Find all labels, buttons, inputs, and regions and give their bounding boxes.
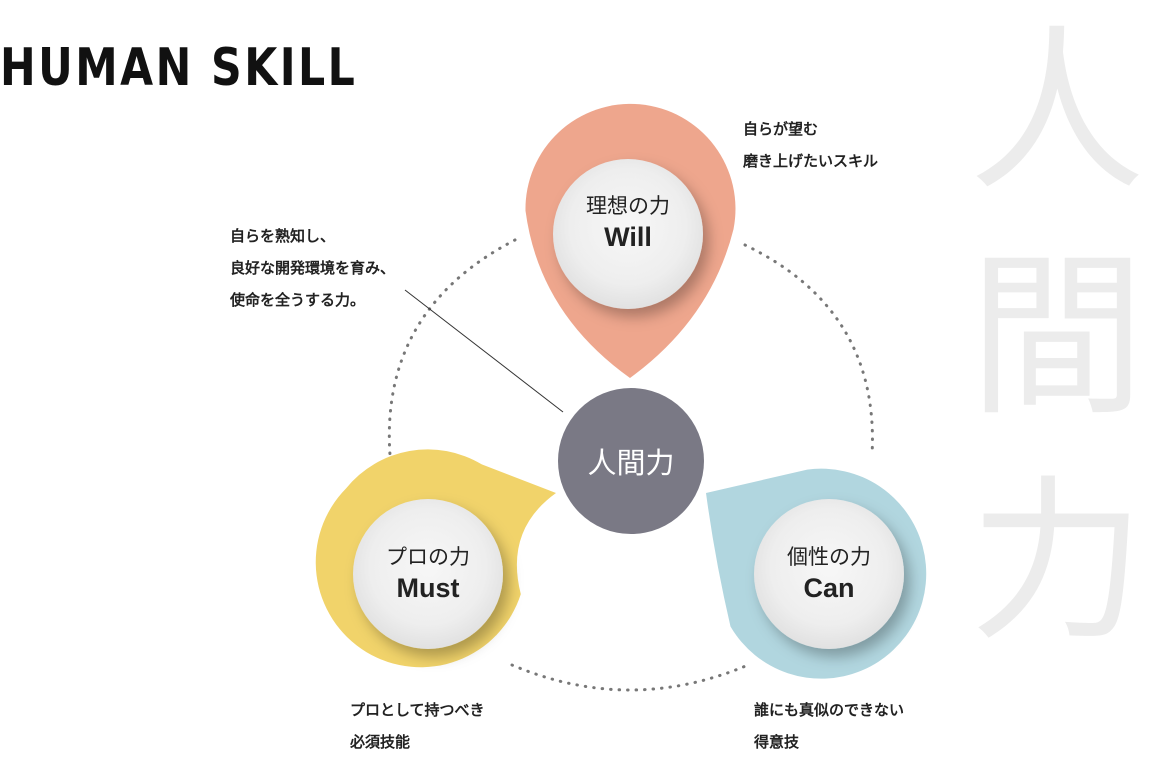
will-note: 自らが望む 磨き上げたいスキル: [743, 113, 878, 177]
must-pin: [315, 449, 556, 668]
must-label-en: Must: [396, 573, 460, 603]
leader-line: [404, 289, 564, 413]
watermark-char: 間: [968, 235, 1145, 440]
will-note-line: 自らが望む: [743, 120, 819, 138]
watermark-char: 人: [968, 10, 1145, 215]
dotted-arc-bottom: [510, 663, 750, 692]
center-note: 自らを熟知し、 良好な開発環境を育み、 使命を全うする力。: [230, 220, 395, 316]
must-label: プロの力 Must: [358, 542, 498, 604]
can-label: 個性の力 Can: [759, 542, 899, 604]
can-note: 誰にも真似のできない 得意技: [754, 694, 904, 758]
will-label-ja: 理想の力: [586, 194, 670, 218]
will-pin: [525, 103, 736, 379]
center-note-line: 自らを熟知し、: [230, 227, 336, 245]
must-label-ja: プロの力: [386, 545, 470, 569]
will-disc: [553, 159, 703, 309]
center-note-line: 良好な開発環境を育み、: [230, 259, 396, 277]
must-note-line: プロとして持つべき: [350, 701, 485, 719]
can-label-ja: 個性の力: [787, 545, 871, 569]
will-label: 理想の力 Will: [558, 191, 698, 253]
page-title: HUMAN SKILL: [0, 38, 358, 98]
must-note: プロとして持つべき 必須技能: [350, 694, 485, 758]
center-circle: [558, 388, 704, 534]
can-disc: [754, 499, 904, 649]
can-note-line: 誰にも真似のできない: [754, 701, 905, 719]
dotted-arc-right: [743, 243, 874, 457]
will-note-line: 磨き上げたいスキル: [743, 152, 879, 170]
must-disc: [353, 499, 503, 649]
can-pin: [706, 468, 927, 679]
dotted-arc-left: [387, 238, 517, 457]
center-note-line: 使命を全うする力。: [230, 291, 366, 309]
center-label: 人間力: [587, 446, 675, 480]
will-label-en: Will: [604, 222, 652, 252]
watermark-text: 人 間 力: [960, 0, 1154, 675]
can-label-en: Can: [803, 573, 855, 603]
can-note-line: 得意技: [754, 733, 800, 751]
must-note-line: 必須技能: [350, 733, 411, 751]
watermark-char: 力: [968, 460, 1145, 665]
